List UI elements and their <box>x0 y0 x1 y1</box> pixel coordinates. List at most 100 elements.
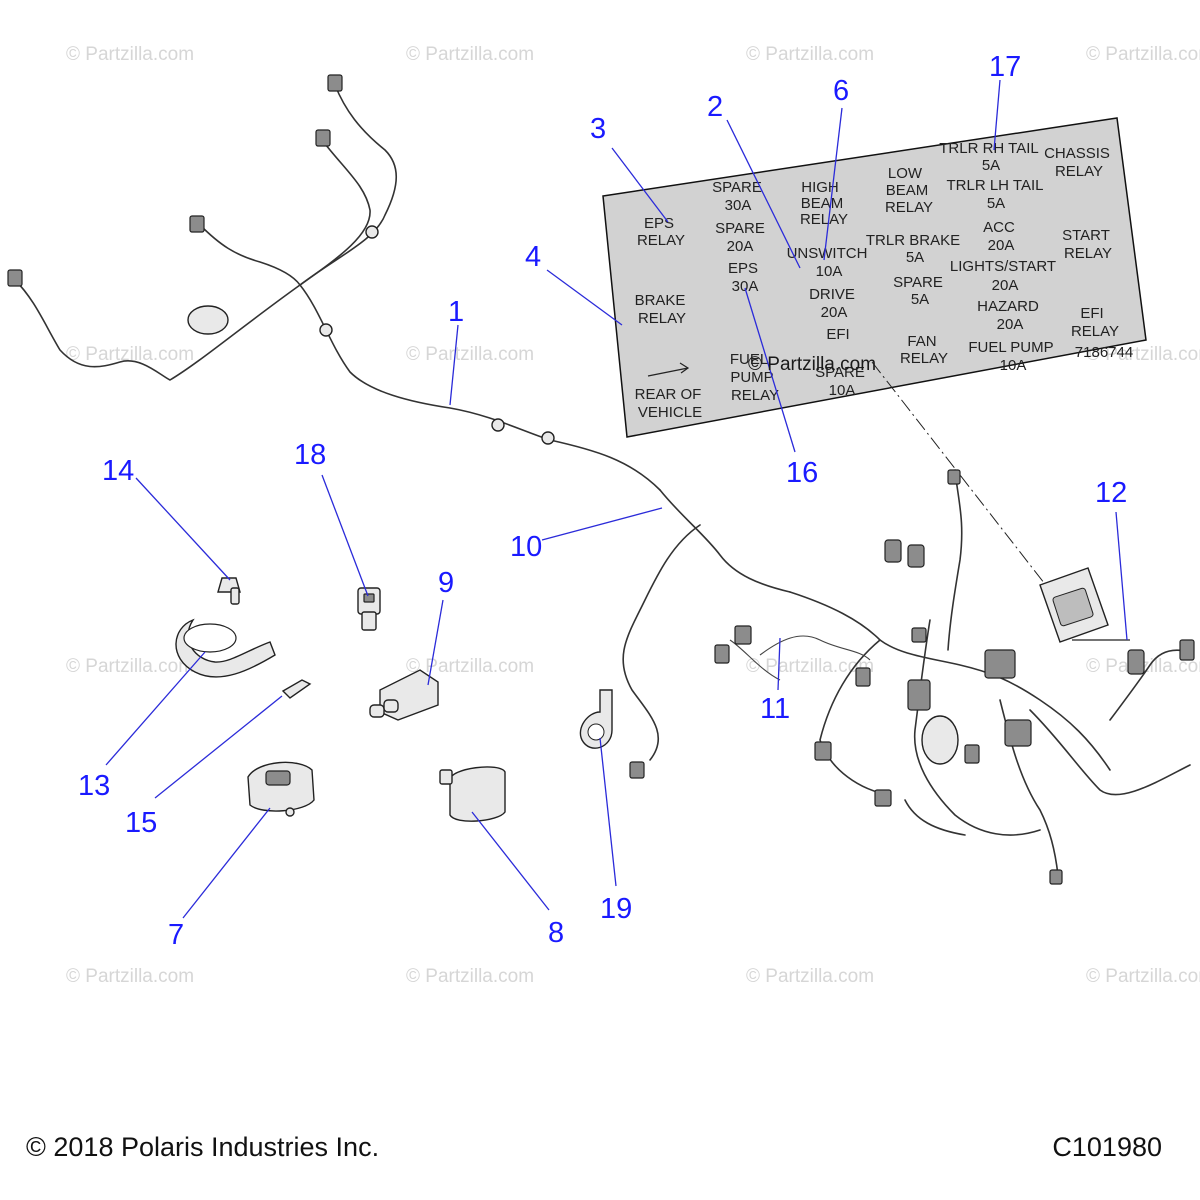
p-clamp-19[interactable] <box>579 689 613 749</box>
callouts: 1 2 3 4 6 7 8 9 10 11 12 13 14 15 16 17 … <box>78 51 1127 951</box>
label-entry: 10A <box>816 263 843 280</box>
callout-2: 2 <box>707 91 723 123</box>
label-entry: FAN <box>907 333 936 350</box>
label-entry: SPARE <box>712 179 762 196</box>
callout-4: 4 <box>525 241 541 273</box>
label-entry: 20A <box>988 237 1015 254</box>
label-entry: UNSWITCH <box>787 245 868 262</box>
label-entry: DRIVE <box>809 286 855 303</box>
label-entry: LIGHTS/START <box>950 258 1056 275</box>
label-entry: 30A <box>732 278 759 295</box>
label-entry: BEAM <box>886 182 929 199</box>
arrow-right-icon <box>647 362 690 377</box>
label-entry: 5A <box>987 195 1005 212</box>
callout-11: 11 <box>760 693 790 725</box>
callout-16: 16 <box>786 457 818 489</box>
callout-13: 13 <box>78 770 110 802</box>
watermark: © Partzilla.com <box>746 656 874 677</box>
callout-14: 14 <box>102 455 134 487</box>
label-entry: 5A <box>911 291 929 308</box>
label-entry: 30A <box>725 197 752 214</box>
harness-clamp[interactable] <box>175 618 276 678</box>
leader-lines <box>105 79 1128 919</box>
rear-wiring-harness[interactable] <box>7 74 791 593</box>
label-entry: START <box>1062 227 1110 244</box>
label-entry: 20A <box>997 316 1024 333</box>
label-entry: 5A <box>982 157 1000 174</box>
label-entry: PUMP <box>730 369 773 386</box>
watermark-layer: © Partzilla.com © Partzilla.com © Partzi… <box>66 44 1200 987</box>
watermark: © Partzilla.com <box>1086 344 1200 365</box>
copyright-notice: © 2018 Polaris Industries Inc. <box>26 1132 380 1162</box>
label-entry: EPS <box>644 215 674 232</box>
label-entry: RELAY <box>638 310 686 327</box>
watermark: © Partzilla.com <box>406 966 534 987</box>
label-entry: RELAY <box>731 387 779 404</box>
watermark: © Partzilla.com <box>748 354 876 375</box>
label-entry: REAR OF <box>635 386 702 403</box>
label-entry: RELAY <box>1055 163 1103 180</box>
label-entry: 20A <box>992 277 1019 294</box>
connector-boot[interactable] <box>369 669 439 721</box>
label-entry: RELAY <box>900 350 948 367</box>
callout-7: 7 <box>168 919 184 951</box>
label-entry: EFI <box>826 326 849 343</box>
watermark: © Partzilla.com <box>66 344 194 365</box>
watermark: © Partzilla.com <box>406 44 534 65</box>
watermark: © Partzilla.com <box>746 44 874 65</box>
label-entry: HAZARD <box>977 298 1039 315</box>
callout-3: 3 <box>590 113 606 145</box>
callout-1: 1 <box>448 296 464 328</box>
watermark: © Partzilla.com <box>66 966 194 987</box>
label-entry: ACC <box>983 219 1015 236</box>
connector-housing-7[interactable] <box>247 761 315 817</box>
watermark: © Partzilla.com <box>66 44 194 65</box>
label-entry: CHASSIS <box>1044 145 1110 162</box>
watermark: © Partzilla.com <box>406 344 534 365</box>
watermark: © Partzilla.com <box>1086 966 1200 987</box>
watermark: © Partzilla.com <box>746 966 874 987</box>
label-entry: SPARE <box>893 274 943 291</box>
label-entry: BRAKE <box>635 292 686 309</box>
label-entry: 20A <box>821 304 848 321</box>
label-entry: EPS <box>728 260 758 277</box>
callout-10: 10 <box>510 531 542 563</box>
label-entry: HIGH <box>801 179 839 196</box>
label-entry: TRLR RH TAIL <box>939 140 1038 157</box>
wire-tie[interactable] <box>281 679 312 699</box>
label-entry: 20A <box>727 238 754 255</box>
callout-17: 17 <box>989 51 1021 83</box>
callout-8: 8 <box>548 917 564 949</box>
label-entry: RELAY <box>1064 245 1112 262</box>
callout-9: 9 <box>438 567 454 599</box>
callout-18: 18 <box>294 439 326 471</box>
label-entry: FUEL <box>730 351 768 368</box>
callout-19: 19 <box>600 893 632 925</box>
label-entry: VEHICLE <box>638 404 702 421</box>
label-entry: FUEL PUMP <box>968 339 1053 356</box>
label-entry: BEAM <box>801 195 844 212</box>
callout-15: 15 <box>125 807 157 839</box>
push-rivet[interactable] <box>217 577 241 605</box>
fuse-relay-box[interactable] <box>1039 567 1130 643</box>
label-entry: 10A <box>829 382 856 399</box>
label-entry: TRLR LH TAIL <box>947 177 1044 194</box>
label-entry: RELAY <box>885 199 933 216</box>
relay-connector-18[interactable] <box>357 587 381 631</box>
main-wiring-harness[interactable] <box>622 469 1195 885</box>
drawing-number: C101980 <box>1052 1132 1162 1162</box>
label-entry: EFI <box>1080 305 1103 322</box>
label-entry: RELAY <box>800 211 848 228</box>
label-entry: LOW <box>888 165 923 182</box>
callout-6: 6 <box>833 75 849 107</box>
watermark: © Partzilla.com <box>1086 44 1200 65</box>
label-entry: 5A <box>906 249 924 266</box>
fuse-box-label[interactable]: EPS RELAY SPARE 30A SPARE 20A HIGH BEAM … <box>602 117 1147 438</box>
watermark: © Partzilla.com <box>406 656 534 677</box>
watermark: © Partzilla.com <box>66 656 194 677</box>
relay-8[interactable] <box>439 766 506 822</box>
label-entry: RELAY <box>1071 323 1119 340</box>
label-entry: SPARE <box>715 220 765 237</box>
label-entry: TRLR BRAKE <box>866 232 960 249</box>
